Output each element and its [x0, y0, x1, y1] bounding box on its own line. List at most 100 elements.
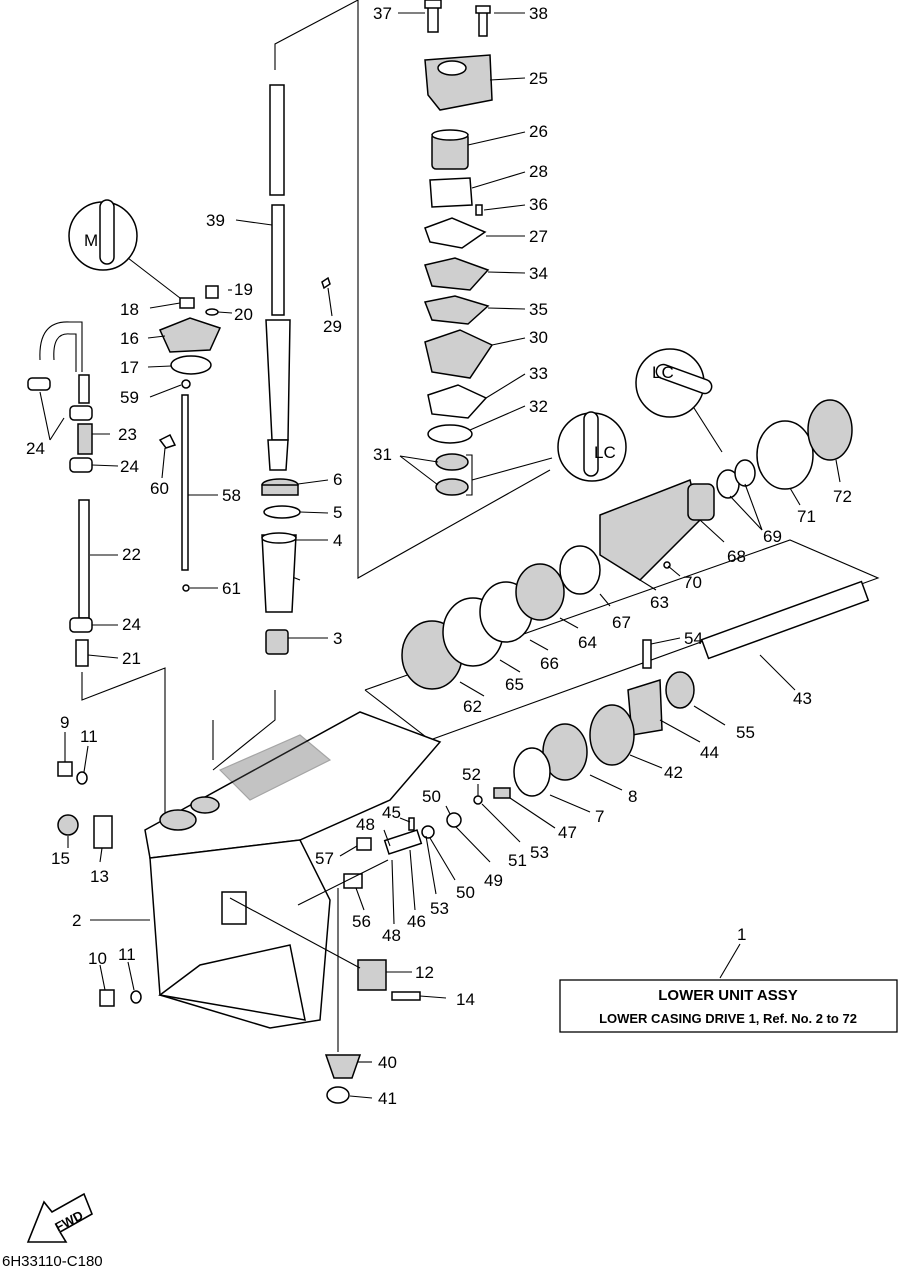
callout-29: 29: [323, 317, 342, 336]
outer-plate-34: [424, 257, 490, 291]
shift-slide-46: [383, 829, 423, 855]
callout-24a: 24: [26, 439, 45, 458]
gasket-33: [427, 384, 488, 419]
callout-43: 43: [793, 689, 812, 708]
callout-8: 8: [628, 787, 637, 806]
spring-47: [493, 787, 511, 799]
callout-70: 70: [683, 573, 702, 592]
gasket-35: [423, 295, 490, 325]
callout-41: 41: [378, 1089, 397, 1108]
callout-46: 46: [407, 912, 426, 931]
callout-12: 12: [415, 963, 434, 982]
callout-68: 68: [727, 547, 746, 566]
gear-row-group: [401, 399, 870, 797]
shift-mechanism-group: [343, 787, 511, 889]
frame-lines: [81, 0, 880, 818]
nipple-21: [75, 639, 89, 667]
callout-21: 21: [122, 649, 141, 668]
callout-35: 35: [529, 300, 548, 319]
bearing-3: [265, 629, 289, 655]
spring-23: [77, 423, 93, 455]
drive-shaft-group: [261, 84, 331, 655]
o-ring-32: [427, 424, 473, 444]
sleeve-4: [261, 534, 297, 613]
callout-18: 18: [120, 300, 139, 319]
callout-51: 51: [508, 851, 527, 870]
oil-seal-31a: [435, 453, 469, 471]
callout-11a: 11: [80, 727, 98, 746]
callout-50a: 50: [422, 787, 441, 806]
callout-33: 33: [529, 364, 548, 383]
callout-52: 52: [462, 765, 481, 784]
callout-36: 36: [529, 195, 548, 214]
impeller-28: [429, 177, 473, 208]
callout-3: 3: [333, 629, 342, 648]
callout-55: 55: [736, 723, 755, 742]
clamp-24c: [69, 457, 93, 473]
clip-60: [158, 433, 177, 449]
callout-32: 32: [529, 397, 548, 416]
callout-66: 66: [540, 654, 559, 673]
plunger-56: [343, 873, 363, 889]
callout-64: 64: [578, 633, 597, 652]
callout-16: 16: [120, 329, 139, 348]
cam-57: [356, 837, 372, 851]
leader-lines: [39, 12, 841, 1099]
callout-65: 65: [505, 675, 524, 694]
shim-5: [263, 505, 301, 519]
ball-50: [446, 812, 462, 828]
gasket-11a: [76, 771, 88, 785]
lube-symbol-lc-1: LC: [652, 363, 674, 382]
needle-bearing-68: [687, 483, 715, 521]
callout-71: 71: [797, 507, 816, 526]
callout-48b: 48: [382, 926, 401, 945]
bolt-15: [57, 814, 79, 836]
oil-seal-31b: [435, 478, 469, 496]
callout-19: 19: [234, 280, 253, 299]
pump-case-30: [424, 329, 494, 379]
gasket-27: [424, 217, 487, 249]
pinion-40: [324, 1054, 362, 1079]
spring-55: [665, 671, 695, 709]
pin-54: [642, 639, 652, 669]
key-36: [475, 204, 483, 216]
callout-17: 17: [120, 358, 139, 377]
callout-67: 67: [612, 613, 631, 632]
anode-12: [357, 959, 387, 991]
washer-71: [756, 420, 814, 490]
propeller-shaft-housing-63: [599, 478, 701, 581]
callout-53b: 53: [530, 843, 549, 862]
callout-24c: 24: [122, 615, 141, 634]
propeller-shaft-43: [700, 580, 870, 660]
callout-61: 61: [222, 579, 241, 598]
pin-29: [321, 276, 331, 290]
callout-5: 5: [333, 503, 342, 522]
callout-labels: 1 2 3 4 5 6 7 8 9 10 11 11 12 13 14 15 1…: [26, 4, 852, 1108]
callout-9: 9: [60, 713, 69, 732]
callout-20: 20: [234, 305, 253, 324]
callout-26: 26: [529, 122, 548, 141]
callout-48a: 48: [356, 815, 375, 834]
callout-39: 39: [206, 211, 225, 230]
callout-72: 72: [833, 487, 852, 506]
callout-27: 27: [529, 227, 548, 246]
fwd-arrow-icon: [26, 1192, 94, 1243]
lower-casing-group: [57, 711, 442, 1104]
lube-symbol-m: M: [84, 231, 98, 250]
callout-24b: 24: [120, 457, 139, 476]
callout-28: 28: [529, 162, 548, 181]
assembly-box: LOWER UNIT ASSY LOWER CASING DRIVE 1, Re…: [559, 979, 898, 1033]
clamp-24a: [27, 377, 51, 391]
callout-25: 25: [529, 69, 548, 88]
callout-58: 58: [222, 486, 241, 505]
lubricant-symbols: M LC LC: [68, 199, 723, 482]
hose-22: [78, 499, 90, 619]
callout-42: 42: [664, 763, 683, 782]
lube-symbol-lc-2: LC: [594, 443, 616, 462]
circlip-61: [182, 584, 190, 592]
plug-10: [99, 989, 115, 1007]
callout-53a: 53: [430, 899, 449, 918]
callout-56: 56: [352, 912, 371, 931]
assembly-subtitle: LOWER CASING DRIVE 1, Ref. No. 2 to 72: [599, 1011, 857, 1026]
